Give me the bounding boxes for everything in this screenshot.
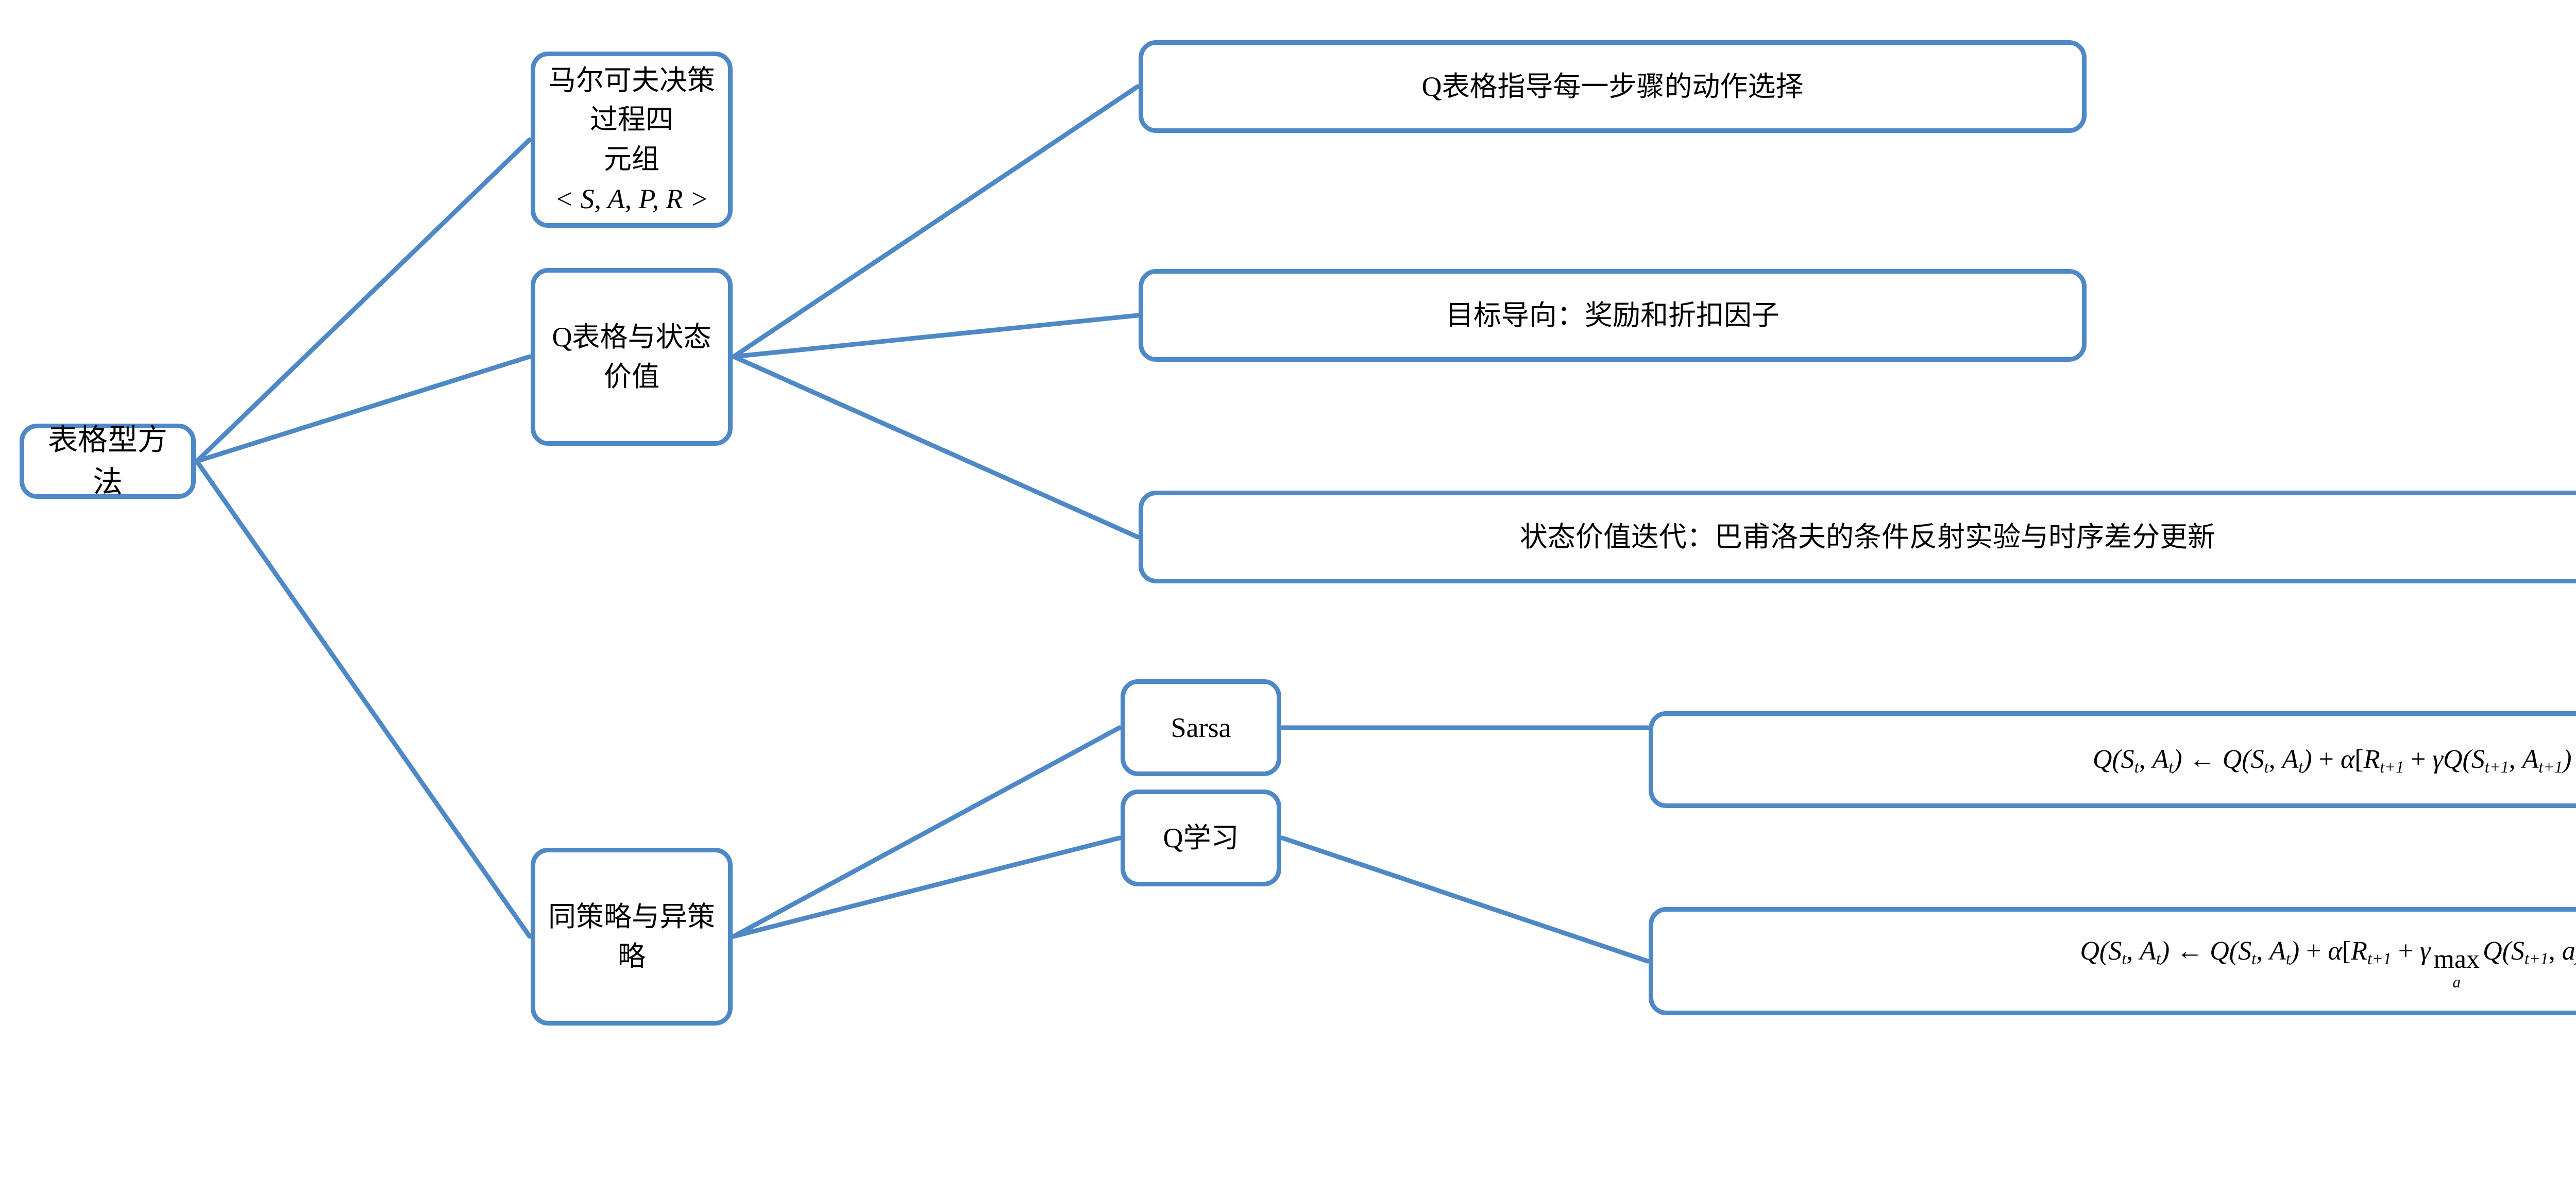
qlearn-plus-1: + <box>2306 936 2321 966</box>
sarsa-plus-2: + <box>2411 744 2426 774</box>
edge-root-to-qtable <box>194 354 532 464</box>
edge-qtable-to-value-iteration <box>731 354 1140 540</box>
qlearn-alpha: α <box>2328 936 2342 966</box>
node-sarsa[interactable]: Sarsa <box>1121 679 1281 776</box>
node-mdp-line2-math: < S, A, P, R > <box>554 183 709 214</box>
qlearn-max-label: max <box>2433 945 2480 975</box>
sarsa-alpha: α <box>2340 744 2355 774</box>
node-q-guide-action[interactable]: Q表格指导每一步骤的动作选择 <box>1139 40 2087 133</box>
edge-root-to-mdp <box>194 137 532 464</box>
edge-onoff-to-qlearning <box>731 835 1122 939</box>
qlearn-plus-2: + <box>2398 936 2414 966</box>
qlearn-max-subscript: a <box>2452 973 2461 992</box>
node-mdp-line2-prefix: 元组 <box>604 144 659 175</box>
node-qlearning[interactable]: Q学习 <box>1121 790 1281 886</box>
node-value-iteration[interactable]: 状态价值迭代：巴甫洛夫的条件反射实验与时序差分更新 <box>1139 491 2576 583</box>
node-root[interactable]: 表格型方法 <box>20 423 196 499</box>
node-onoff-policy[interactable]: 同策略与异策略 <box>531 848 733 1026</box>
node-root-label: 表格型方法 <box>47 423 167 499</box>
node-sarsa-label: Sarsa <box>1171 712 1231 743</box>
node-value-iteration-label: 状态价值迭代：巴甫洛夫的条件反射实验与时序差分更新 <box>1520 521 2215 552</box>
node-mdp-line1: 马尔可夫决策过程四 <box>548 64 715 136</box>
edge-qtable-to-goal <box>731 313 1140 359</box>
edge-qlearning-to-formula <box>1280 835 1650 964</box>
qlearn-gamma: γ <box>2420 936 2431 966</box>
qlearn-assign-arrow: ← <box>2176 936 2204 966</box>
node-mdp-label: 马尔可夫决策过程四 元组 < S, A, P, R > <box>545 61 719 219</box>
edge-onoff-to-sarsa <box>731 725 1122 939</box>
node-mdp[interactable]: 马尔可夫决策过程四 元组 < S, A, P, R > <box>531 52 733 228</box>
node-sarsa-formula-expr: Q(St, At) ← Q(St, At) + α[Rt+1 + γQ(St+1… <box>2092 744 2572 776</box>
node-q-guide-action-label: Q表格指导每一步骤的动作选择 <box>1421 71 1804 102</box>
sarsa-plus-1: + <box>2318 744 2334 774</box>
edge-qtable-to-q-guide <box>731 84 1140 359</box>
node-qtable[interactable]: Q表格与状态价值 <box>531 268 733 446</box>
node-goal-oriented-label: 目标导向：奖励和折扣因子 <box>1446 299 1780 331</box>
edge-root-to-onoff <box>194 459 532 939</box>
node-sarsa-formula[interactable]: Q(St, At) ← Q(St, At) + α[Rt+1 + γQ(St+1… <box>1649 711 2576 808</box>
sarsa-gamma: γ <box>2432 744 2444 774</box>
node-onoff-policy-label: 同策略与异策略 <box>548 901 715 972</box>
node-qtable-label: Q表格与状态价值 <box>552 321 711 392</box>
sarsa-assign-arrow: ← <box>2189 744 2216 774</box>
node-goal-oriented[interactable]: 目标导向：奖励和折扣因子 <box>1139 269 2087 362</box>
node-qlearning-label: Q学习 <box>1163 822 1239 853</box>
